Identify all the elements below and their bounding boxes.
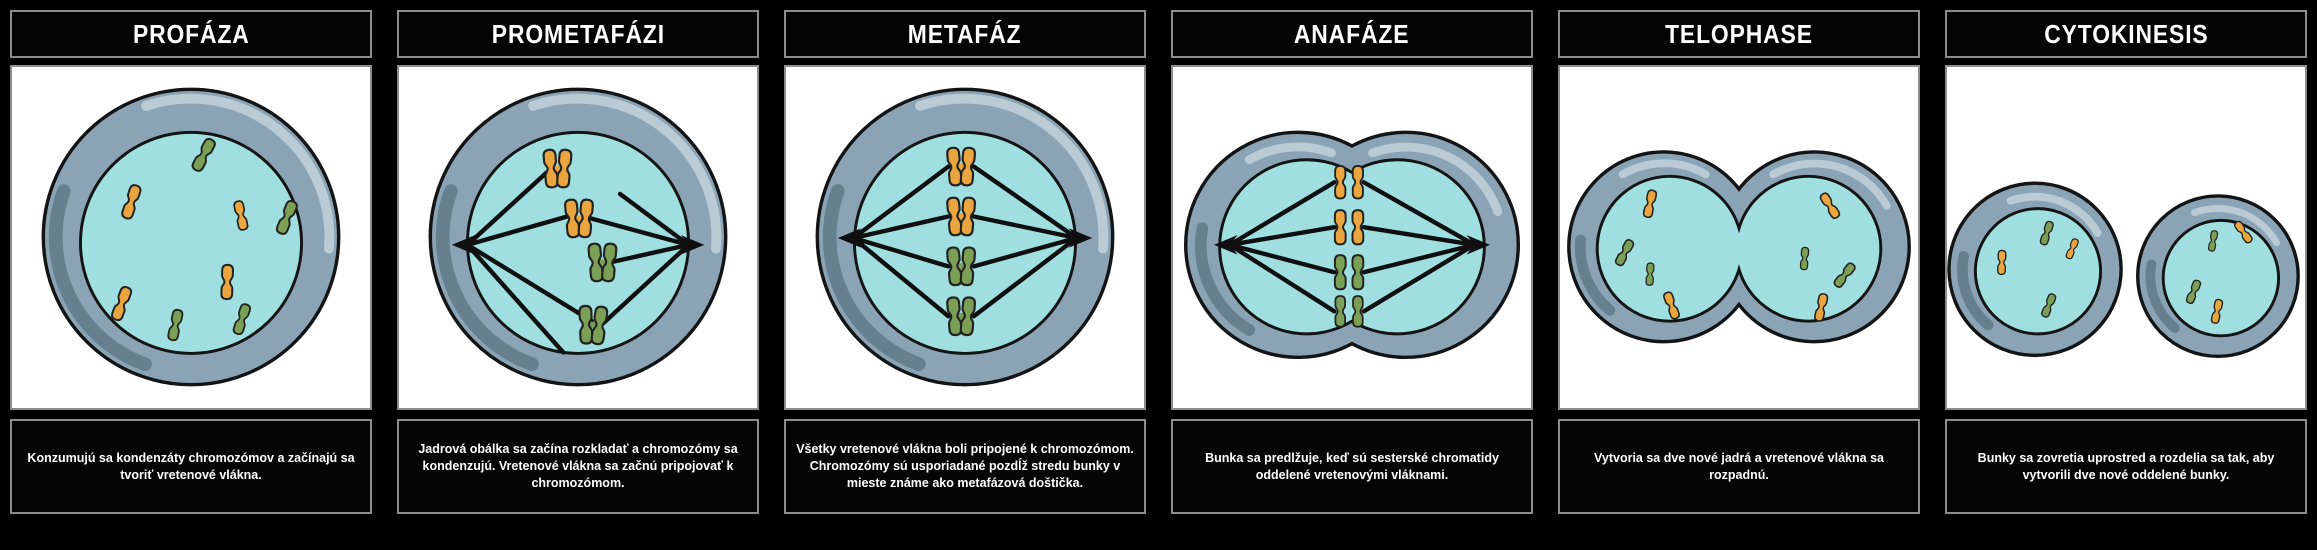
phase-description-text: Jadrová obálka sa začína rozkladať a chr… <box>418 442 738 490</box>
phase-description-telophase: Vytvoria sa dve nové jadrá a vretenové v… <box>1558 419 1920 514</box>
phase-description-metafaz: Všetky vretenové vlákna boli pripojené k… <box>784 419 1146 514</box>
phase-title-metafaz: METAFÁZ <box>784 10 1146 58</box>
phase-description-text: Všetky vretenové vlákna boli pripojené k… <box>796 442 1134 490</box>
cytokinesis-cells-illustration <box>1947 181 2300 359</box>
phase-title-label: TELOPHASE <box>1665 18 1813 49</box>
prophase-cell-illustration <box>12 67 370 408</box>
phase-title-cytokinesis: CYTOKINESIS <box>1945 10 2307 58</box>
cell-membrane <box>1567 150 1911 344</box>
telophase-cell-illustration <box>1567 150 1911 344</box>
spindle-fibers <box>851 164 1079 319</box>
metaphase-cell-illustration <box>786 67 1144 408</box>
phase-description-text: Konzumujú sa kondenzáty chromozómov a za… <box>27 450 355 482</box>
phase-column-metafaz: METAFÁZ <box>784 10 1146 550</box>
cell-membrane <box>43 89 338 384</box>
phase-title-label: ANAFÁZE <box>1294 18 1410 49</box>
phase-illustration-panel <box>1171 65 1533 410</box>
phase-illustration-panel <box>1558 65 1920 410</box>
phase-title-anafaze: ANAFÁZE <box>1171 10 1533 58</box>
phase-description-prometafazi: Jadrová obálka sa začína rozkladať a chr… <box>397 419 759 514</box>
phase-illustration-panel <box>784 65 1146 410</box>
cell-membrane <box>1184 130 1520 359</box>
phase-illustration-panel <box>1945 65 2307 410</box>
phase-column-profaza: PROFÁZA <box>10 10 372 550</box>
anaphase-cell-illustration <box>1184 130 1520 359</box>
prometaphase-cell-illustration <box>399 67 757 408</box>
phase-description-text: Vytvoria sa dve nové jadrá a vretenové v… <box>1594 450 1884 482</box>
phase-title-label: PROFÁZA <box>132 18 250 49</box>
phase-description-text: Bunka sa predlžuje, keď sú sesterské chr… <box>1205 450 1499 482</box>
phase-description-text: Bunky sa zovretia uprostred a rozdelia s… <box>1977 450 2275 482</box>
spindle-fibers <box>1227 180 1477 314</box>
phase-title-prometafazi: PROMETAFÁZI <box>397 10 759 58</box>
phase-title-label: CYTOKINESIS <box>2043 18 2209 49</box>
phase-column-prometafazi: PROMETAFÁZI <box>397 10 759 550</box>
phase-title-label: METAFÁZ <box>908 18 1022 49</box>
left-daughter-cell <box>1947 181 2123 358</box>
phase-description-profaza: Konzumujú sa kondenzáty chromozómov a za… <box>10 419 372 514</box>
phase-title-label: PROMETAFÁZI <box>491 18 665 49</box>
phase-illustration-panel <box>10 65 372 410</box>
right-daughter-cell <box>2136 194 2300 359</box>
phase-illustration-panel <box>397 65 759 410</box>
spindle-fibers <box>465 170 691 355</box>
phase-column-telophase: TELOPHASE <box>1558 10 1920 550</box>
phase-description-anafaze: Bunka sa predlžuje, keď sú sesterské chr… <box>1171 419 1533 514</box>
phase-description-cytokinesis: Bunky sa zovretia uprostred a rozdelia s… <box>1945 419 2307 514</box>
phase-title-telophase: TELOPHASE <box>1558 10 1920 58</box>
phase-column-anafaze: ANAFÁZE <box>1171 10 1533 550</box>
phase-title-profaza: PROFÁZA <box>10 10 372 58</box>
phase-column-cytokinesis: CYTOKINESIS <box>1945 10 2307 550</box>
